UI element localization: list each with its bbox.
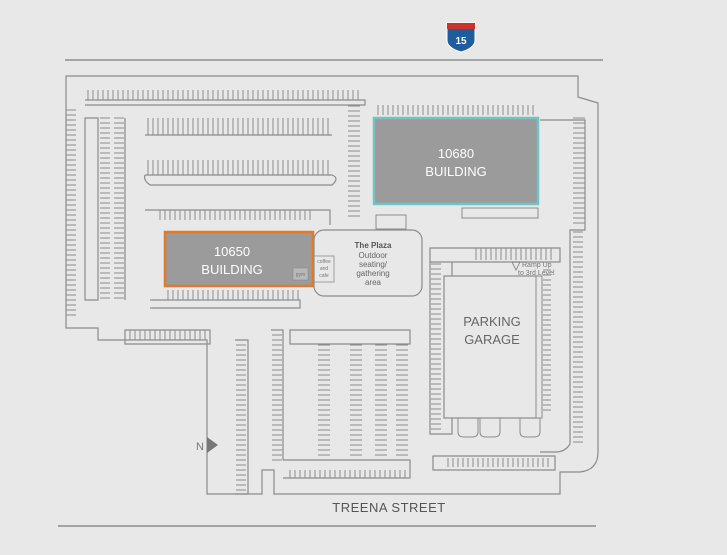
ramp-marker: Ramp Up to 3rd Level — [511, 261, 555, 277]
garage-line1: PARKING — [463, 314, 521, 329]
building-10680-number: 10680 — [438, 146, 474, 161]
drive-lanes — [84, 99, 586, 495]
coffee-line1: coffee — [317, 259, 331, 265]
building-10650[interactable]: 10650 BUILDING gym — [163, 230, 315, 288]
coffee-line2: and — [320, 266, 329, 272]
plaza-line3: gathering — [356, 269, 389, 278]
garage-line2: GARAGE — [464, 332, 520, 347]
plaza-line4: area — [365, 278, 382, 287]
north-arrow-icon: N — [196, 437, 218, 453]
building-10680-entrances — [375, 207, 539, 230]
gym-label: gym — [296, 272, 305, 278]
plaza-title: The Plaza — [355, 241, 392, 250]
shield-number: 15 — [455, 36, 467, 47]
ramp-line1: Ramp Up — [522, 262, 552, 269]
plaza-line1: Outdoor — [359, 251, 388, 260]
plaza-line2: seating/ — [359, 260, 388, 269]
interstate-shield-icon: 15 — [446, 22, 476, 53]
building-10680-label: BUILDING — [425, 164, 486, 179]
coffee-line3: cafe — [319, 273, 329, 279]
building-10680[interactable]: 10680 BUILDING — [372, 116, 540, 206]
plaza[interactable]: The Plaza Outdoor seating/ gathering are… — [313, 229, 423, 297]
ramp-line2: to 3rd Level — [518, 270, 555, 277]
street-label: TREENA STREET — [332, 500, 445, 515]
compass-letter: N — [196, 441, 204, 453]
parking-garage[interactable]: PARKING GARAGE — [443, 275, 543, 438]
building-10650-label: BUILDING — [201, 262, 262, 277]
site-boundary — [65, 75, 599, 495]
parking-stalls — [66, 90, 585, 491]
coffee-cafe[interactable]: coffee and cafe — [313, 255, 335, 283]
building-10650-number: 10650 — [214, 244, 250, 259]
ramp-triangle-icon — [511, 261, 521, 271]
